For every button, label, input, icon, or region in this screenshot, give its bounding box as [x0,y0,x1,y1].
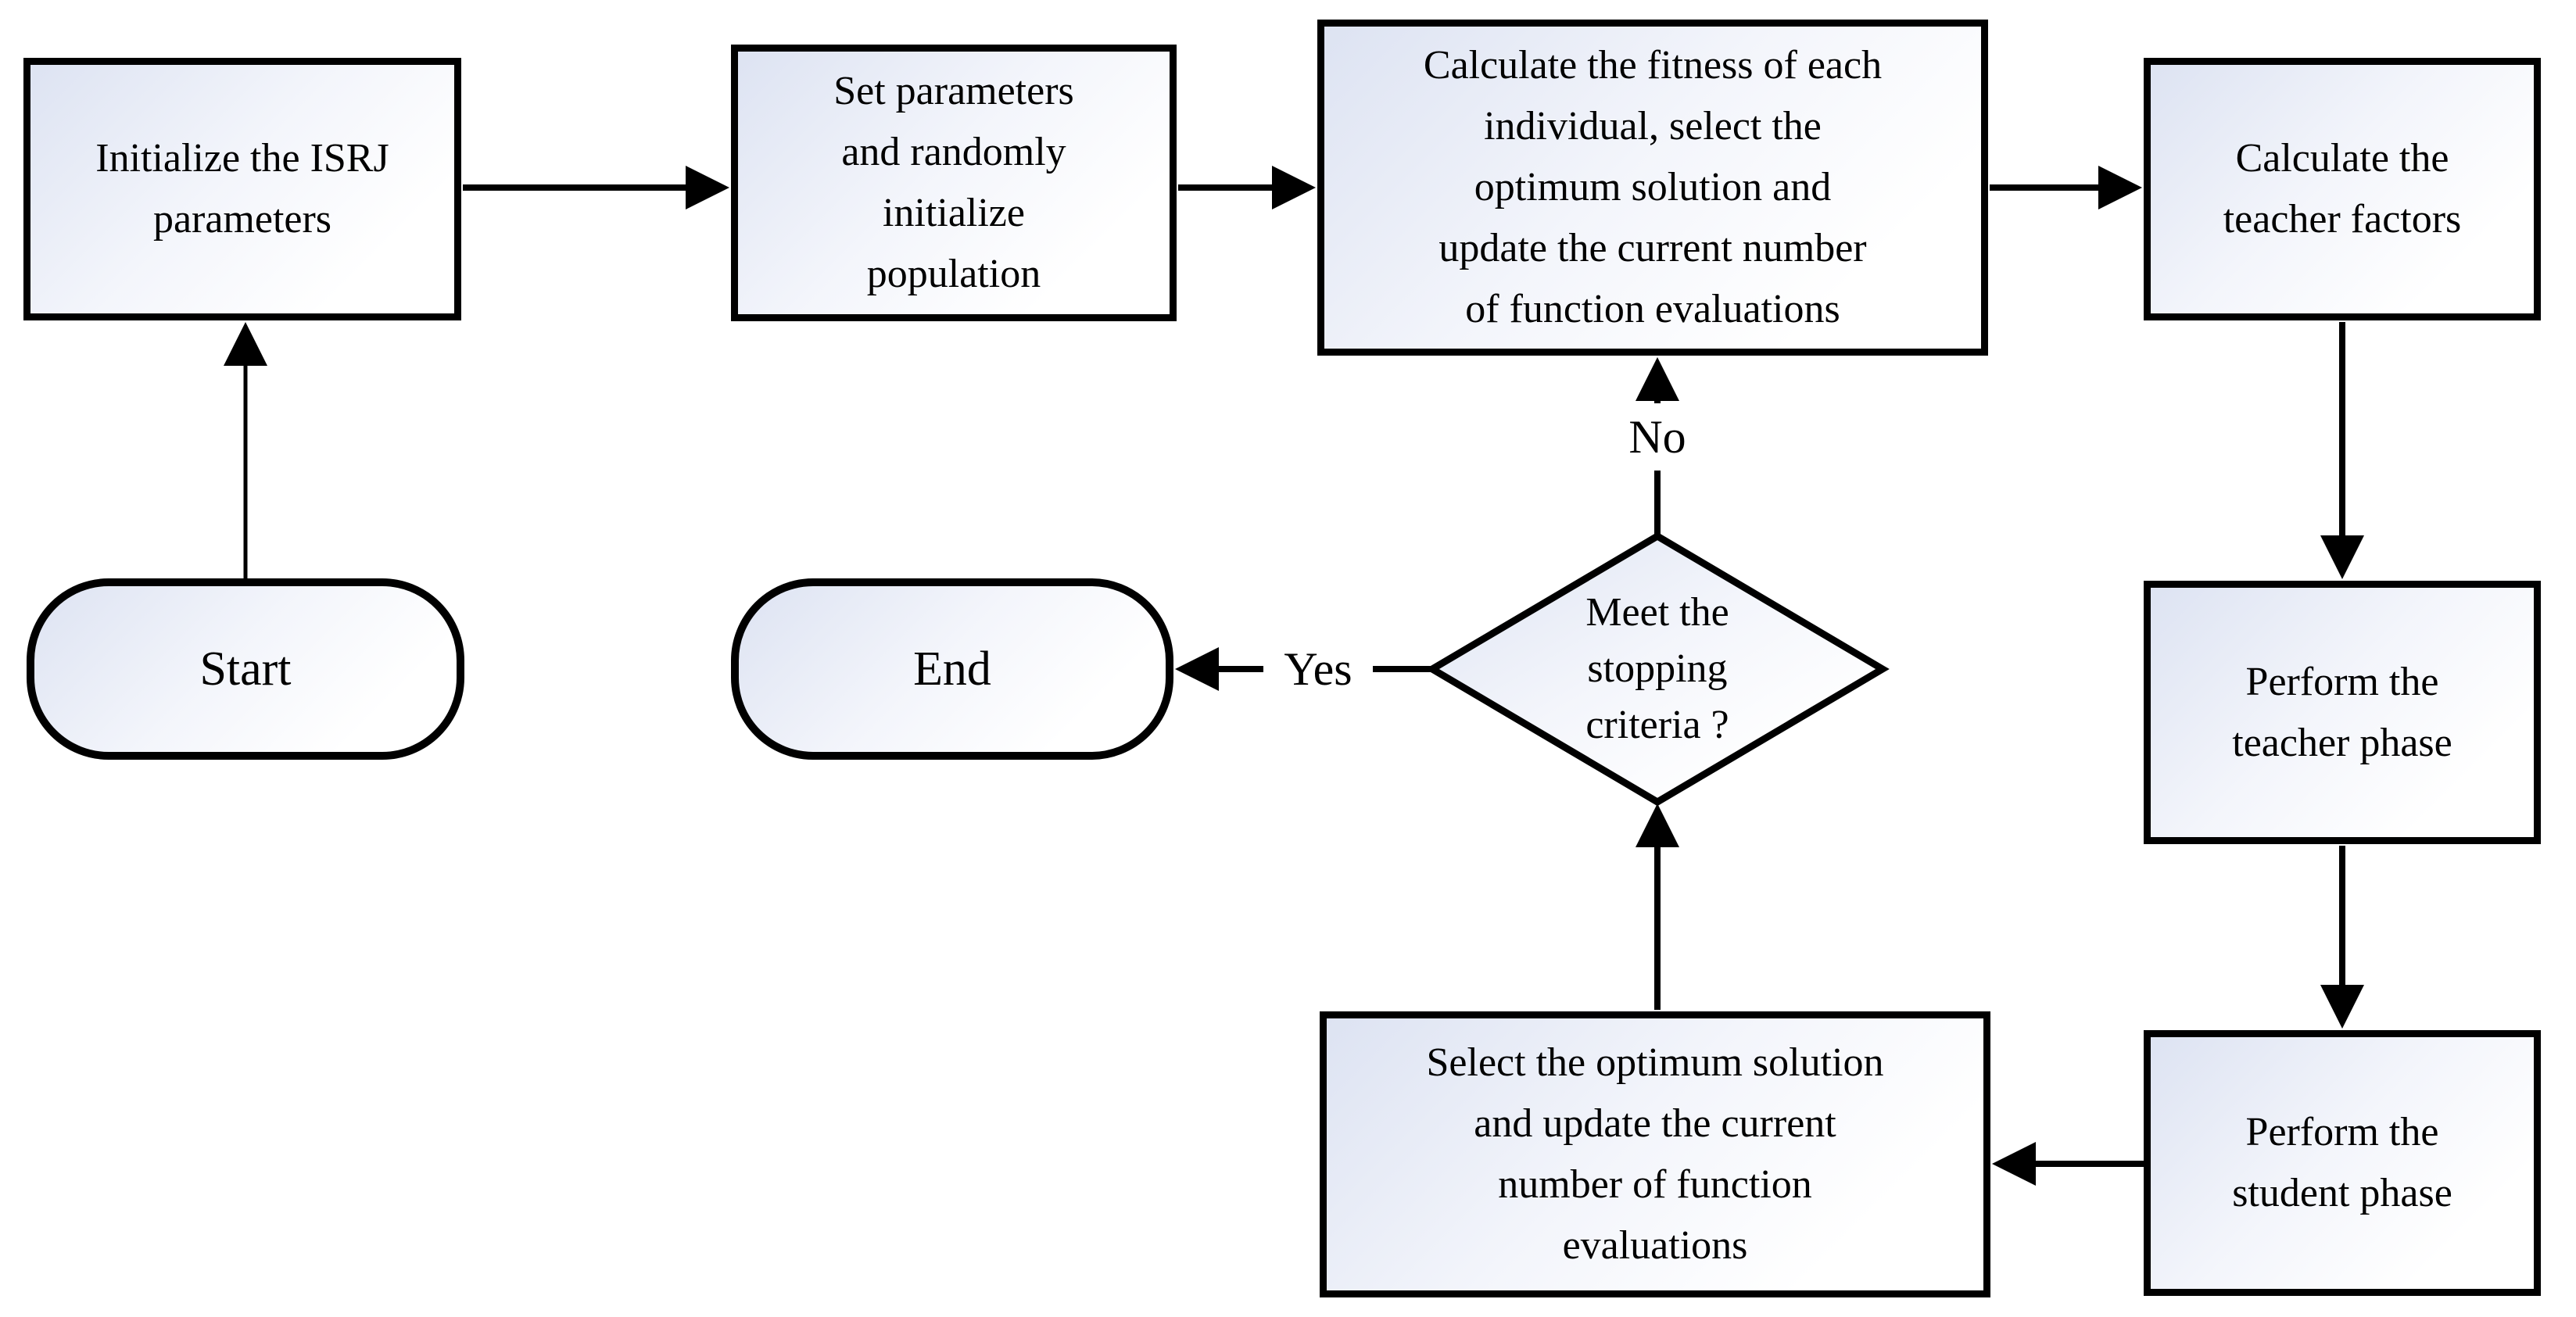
edge-label-no: No [1595,403,1720,471]
arrow-setparams-to-fitness [1178,166,1316,209]
arrow-init-to-setparams [463,166,729,209]
node-initialize-isrj-parameters: Initialize the ISRJ parameters [23,58,461,320]
arrow-factors-to-teacher [2320,322,2364,579]
node-label: Perform the student phase [2232,1110,2452,1215]
node-label: Start [199,642,292,696]
node-label: Initialize the ISRJ parameters [95,136,389,242]
node-label: Perform the teacher phase [2232,659,2452,765]
node-label: End [913,642,991,696]
decision-diamond-shape [1425,531,1890,807]
node-label: Meet the stopping criteria ? [1585,590,1729,747]
node-set-parameters: Set parameters and randomly initialize p… [731,45,1177,321]
node-calculate-teacher-factors: Calculate the teacher factors [2144,58,2541,320]
node-label: Set parameters and randomly initialize p… [833,69,1074,296]
node-label: Select the optimum solution and update t… [1426,1040,1884,1268]
edge-label-yes: Yes [1263,635,1373,703]
node-start-terminator: Start [27,578,464,760]
arrow-fitness-to-factors [1990,166,2142,209]
arrow-teacher-to-student [2320,846,2364,1029]
arrow-start-to-init [224,322,267,580]
node-label: Calculate the fitness of each individual… [1423,43,1883,331]
node-perform-student-phase: Perform the student phase [2144,1030,2541,1296]
node-select-optimum-solution: Select the optimum solution and update t… [1320,1011,1990,1297]
node-calculate-fitness: Calculate the fitness of each individual… [1317,20,1988,356]
node-end-terminator: End [731,578,1173,760]
node-label: Calculate the teacher factors [2223,136,2462,242]
arrow-student-to-select [1992,1142,2144,1186]
arrow-select-to-decision [1636,803,1679,1010]
node-perform-teacher-phase: Perform the teacher phase [2144,581,2541,844]
node-decision-stopping-criteria: Meet the stopping criteria ? [1432,536,1883,802]
